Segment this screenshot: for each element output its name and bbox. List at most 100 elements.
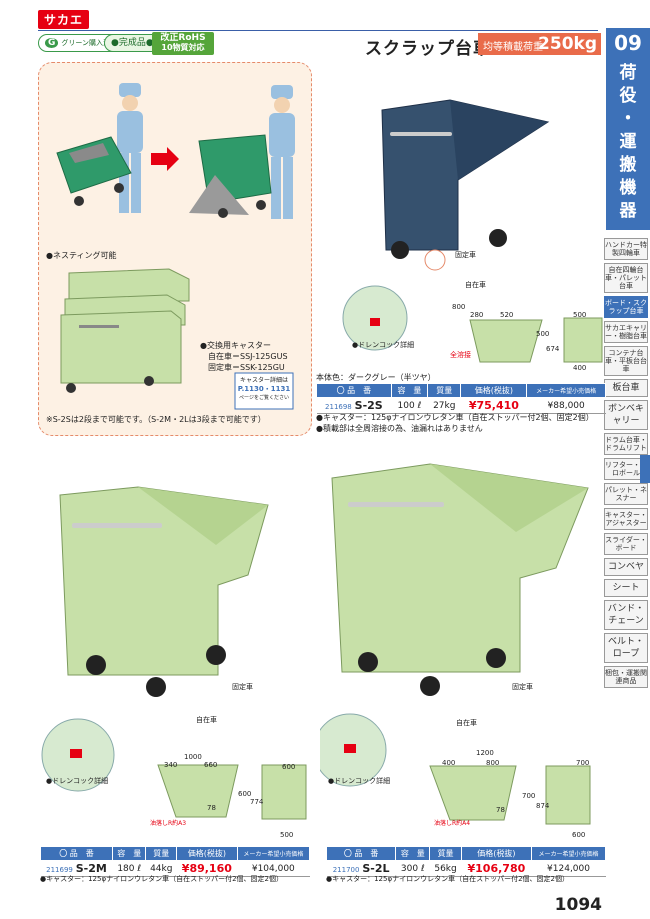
s2m-drain-label: ●ドレンコック詳細 — [46, 777, 109, 785]
sidebar-item[interactable]: 梱包・運搬関連商品 — [604, 666, 648, 688]
s2l-side-dimension — [429, 765, 517, 821]
s2s-product-drawing — [342, 99, 603, 363]
sidebar-item[interactable]: サカエキャリー・樹脂台車 — [604, 321, 648, 343]
sidebar-item[interactable]: ボンベキャリー — [604, 400, 648, 430]
s2s-dim-b: 520 — [500, 311, 514, 319]
sidebar-item[interactable]: シート — [604, 579, 648, 597]
header-divider — [38, 30, 598, 31]
sidebar-item[interactable]: コンベヤ — [604, 558, 648, 576]
nested-carts-illustration — [60, 268, 190, 393]
s2m-spec-table: 〇 品 番容 量質量価格(税抜)メーカー希望小売価格 211699 S-2M 1… — [40, 846, 311, 877]
body-color: 本体色：ダークグレー（半ツヤ） — [316, 373, 436, 382]
s2l-fixed-wheel-label: 固定車 — [512, 683, 533, 691]
page-number: 1094 — [554, 895, 602, 915]
s2m-handle — [72, 523, 162, 528]
load-value: 250kg — [538, 34, 597, 54]
load-label: 均等積載荷重 — [483, 42, 543, 53]
page-title: スクラップ台車 — [365, 39, 491, 59]
s2l-dim-bottom: 600 — [572, 831, 586, 839]
sidebar-item[interactable]: パレット・ネスナー — [604, 483, 648, 505]
chapter-category-char: 器 — [619, 201, 637, 221]
s2m-dim-a: 340 — [164, 761, 178, 769]
caster-page-reference: キャスター詳細は P.1130・1131 ページをご覧ください — [237, 377, 291, 401]
s2m-dim-inner: 78 — [207, 804, 216, 812]
s2s-drain-label: ●ドレンコック詳細 — [352, 341, 415, 349]
sidebar-item[interactable]: バンド・チェーン — [604, 600, 648, 630]
category-index: ハンドカー特製四輪車自在四輪台車・パレット台車ボード・スクラップ台車サカエキャリ… — [604, 238, 650, 691]
sidebar-item[interactable]: 自在四輪台車・パレット台車 — [604, 263, 648, 293]
s2m-fixed-wheel-label: 固定車 — [232, 683, 253, 691]
s2s-wheel-icon — [489, 229, 507, 247]
s2l-spec-table: 〇 品 番容 量質量価格(税抜)メーカー希望小売価格 211700 S-2L 3… — [325, 846, 606, 877]
s2m-caster-note: ●キャスター：125φナイロンウレタン車（自在ストッパー付2個、固定2個） — [40, 875, 283, 883]
chapter-category-char: 運 — [619, 132, 637, 152]
drain-cock-icon — [370, 318, 380, 326]
s2m-dim-top: 1000 — [184, 753, 202, 761]
chapter-category-char: 荷 — [619, 63, 637, 83]
sidebar-item[interactable]: ハンドカー特製四輪車 — [604, 238, 648, 260]
s2l-drain-label: ●ドレンコック詳細 — [328, 777, 391, 785]
s2l-handle — [348, 502, 444, 507]
s2l-slope-label: 油落しR約A4 — [434, 820, 471, 827]
s2m-side-dimension — [157, 764, 239, 818]
drain-cock-icon — [70, 749, 82, 758]
s2m-product-drawing — [41, 486, 307, 820]
s2l-product-drawing — [320, 463, 591, 825]
sidebar-item[interactable]: ベルト・ロープ — [604, 633, 648, 663]
arrow-right-icon — [151, 147, 179, 171]
s2l-caster-note: ●キャスター：125φナイロンウレタン車（自在ストッパー付2個、固定2個） — [326, 875, 569, 883]
sidebar-item[interactable]: コンテナ台車・平板台台車 — [604, 346, 648, 376]
sidebar-item[interactable]: 板台車 — [604, 379, 648, 397]
s2m-wheel-icon — [146, 677, 166, 697]
sidebar-item[interactable]: ボード・スクラップ台車 — [604, 296, 648, 318]
s2l-dim-h2: 874 — [536, 802, 550, 810]
s2l-wheel-icon — [420, 676, 440, 696]
s2m-dim-h1: 600 — [238, 790, 252, 798]
s2s-front-dimension — [563, 317, 603, 363]
s2s-handle — [390, 132, 452, 136]
chapter-category-char: 役 — [619, 86, 637, 106]
sidebar-item[interactable]: ドラム台車・ドラムリフト — [604, 433, 648, 455]
nesting-label: ●ネスティング可能 — [46, 251, 117, 260]
s2m-front-dimension — [261, 764, 307, 820]
s2l-front-dimension — [545, 765, 591, 825]
worker-pushing-cart-icon — [56, 83, 143, 213]
s2m-dim-side: 600 — [282, 763, 296, 771]
s2m-dim-b: 660 — [204, 761, 218, 769]
sidebar-item[interactable]: スライダー・ボード — [604, 533, 648, 555]
s2s-side-dimension — [469, 319, 543, 363]
replacement-caster-info: ●交換用キャスター 自在車＝SSJ-125GUS 固定車＝SSK-125GU — [200, 341, 288, 372]
worker-dumping-cart-icon — [189, 85, 295, 219]
s2s-spec-table: 〇 品 番容 量質量価格(税抜)メーカー希望小売価格 211698 S-2S 1… — [316, 383, 606, 414]
s2l-dim-b: 800 — [486, 759, 500, 767]
chapter-number: 09 — [606, 28, 650, 58]
s2s-dim-bottom: 400 — [573, 364, 587, 372]
sakae-logo: サカエ — [38, 10, 90, 29]
chapter-category-char: 搬 — [619, 155, 637, 175]
s2m-dim-bottom: 500 — [280, 831, 294, 839]
sidebar-item[interactable]: キャスター・アジャスター — [604, 508, 648, 530]
s2s-dim-a: 280 — [470, 311, 484, 319]
s2s-caster-note: ●キャスター：125φナイロンウレタン車（自在ストッパー付2個、固定2個） — [316, 413, 594, 422]
chapter-category: 荷役・運搬機器 — [606, 58, 650, 230]
s2s-wheel-icon — [391, 241, 409, 259]
s2s-dim-h1: 500 — [536, 330, 550, 338]
s2m-dim-h2: 774 — [250, 798, 264, 806]
caster-reference-box — [234, 372, 294, 410]
s2s-fixed-wheel-label: 固定車 — [455, 251, 476, 259]
section-marker — [640, 455, 650, 483]
chapter-category-char: ・ — [619, 109, 637, 129]
sidebar-item[interactable]: リフター・コロボール — [604, 458, 648, 480]
drain-cock-icon — [344, 744, 356, 753]
nesting-note: ※S-2Sは2段まで可能です。（S-2M・2Lは3段まで可能です） — [46, 415, 266, 424]
s2l-dim-top: 1200 — [476, 749, 494, 757]
usage-illustration — [56, 83, 295, 410]
s2s-dim-top: 800 — [452, 303, 466, 311]
s2l-wheel-icon — [358, 652, 378, 672]
s2s-dim-h2: 674 — [546, 345, 560, 353]
s2s-weld-note: ●積載部は全周溶接の為、油漏れはありません — [316, 424, 483, 433]
s2s-weld-label: 全溶接 — [450, 351, 471, 359]
